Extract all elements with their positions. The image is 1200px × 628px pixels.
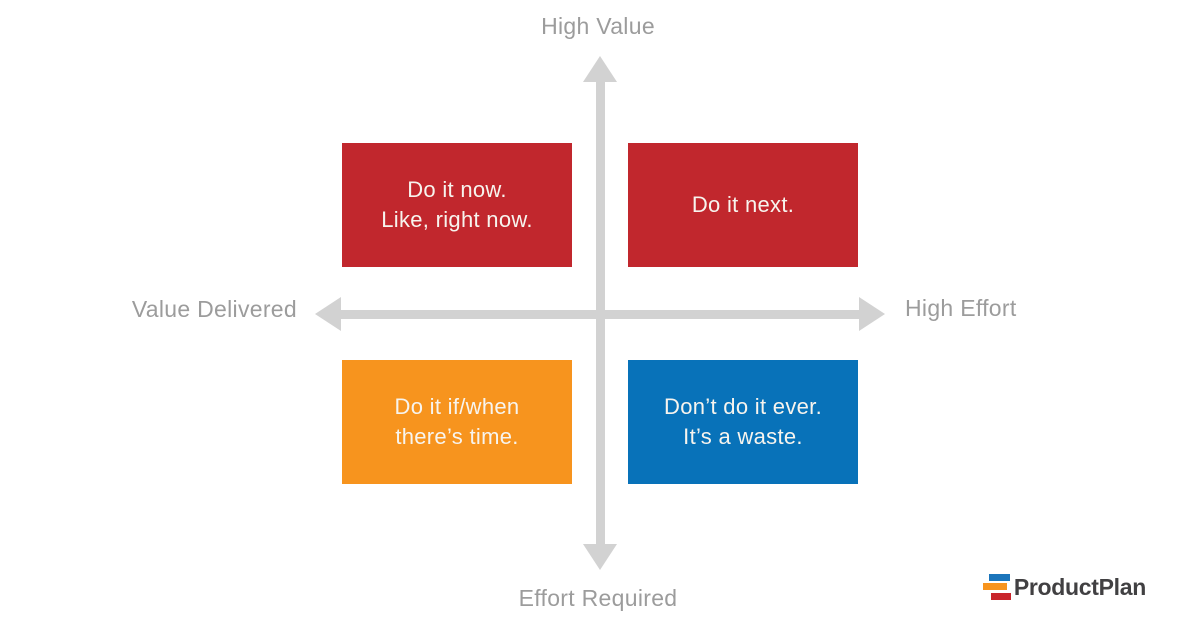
quadrant-dont-do-it: Don’t do it ever. It’s a waste. (628, 360, 858, 484)
quadrant-text-line: It’s a waste. (683, 424, 803, 449)
arrow-right-icon (859, 297, 885, 331)
quadrant-text-line: Like, right now. (381, 207, 533, 232)
quadrant-do-it-now: Do it now. Like, right now. (342, 143, 572, 267)
quadrant-text-line: there’s time. (395, 424, 519, 449)
logo-bar-blue (988, 574, 1010, 581)
productplan-logo-text: ProductPlan (1013, 574, 1146, 600)
axis-label-high-effort: High Effort (905, 295, 1017, 321)
arrow-left-icon (315, 297, 341, 331)
quadrant-text-line: Don’t do it ever. (664, 394, 822, 419)
arrow-up-icon (583, 56, 617, 82)
productplan-logo: ProductPlan (982, 574, 1146, 601)
axis-label-effort-required: Effort Required (518, 585, 678, 611)
quadrant-text-line: Do it now. (407, 177, 507, 202)
quadrant-text-line: Do it next. (691, 192, 795, 217)
logo-bar-red (990, 593, 1011, 600)
axis-label-high-value: High Value (541, 13, 655, 39)
arrow-down-icon (583, 544, 617, 570)
axis-label-value-delivered: Value Delivered (131, 296, 297, 322)
productplan-logo-icon (982, 574, 1011, 601)
logo-bar-orange (982, 583, 1007, 590)
quadrant-text-line: Do it if/when (394, 394, 520, 419)
quadrant-do-it-if-time: Do it if/when there’s time. (342, 360, 572, 484)
horizontal-axis-line (338, 310, 862, 319)
quadrant-do-it-next: Do it next. (628, 143, 858, 267)
